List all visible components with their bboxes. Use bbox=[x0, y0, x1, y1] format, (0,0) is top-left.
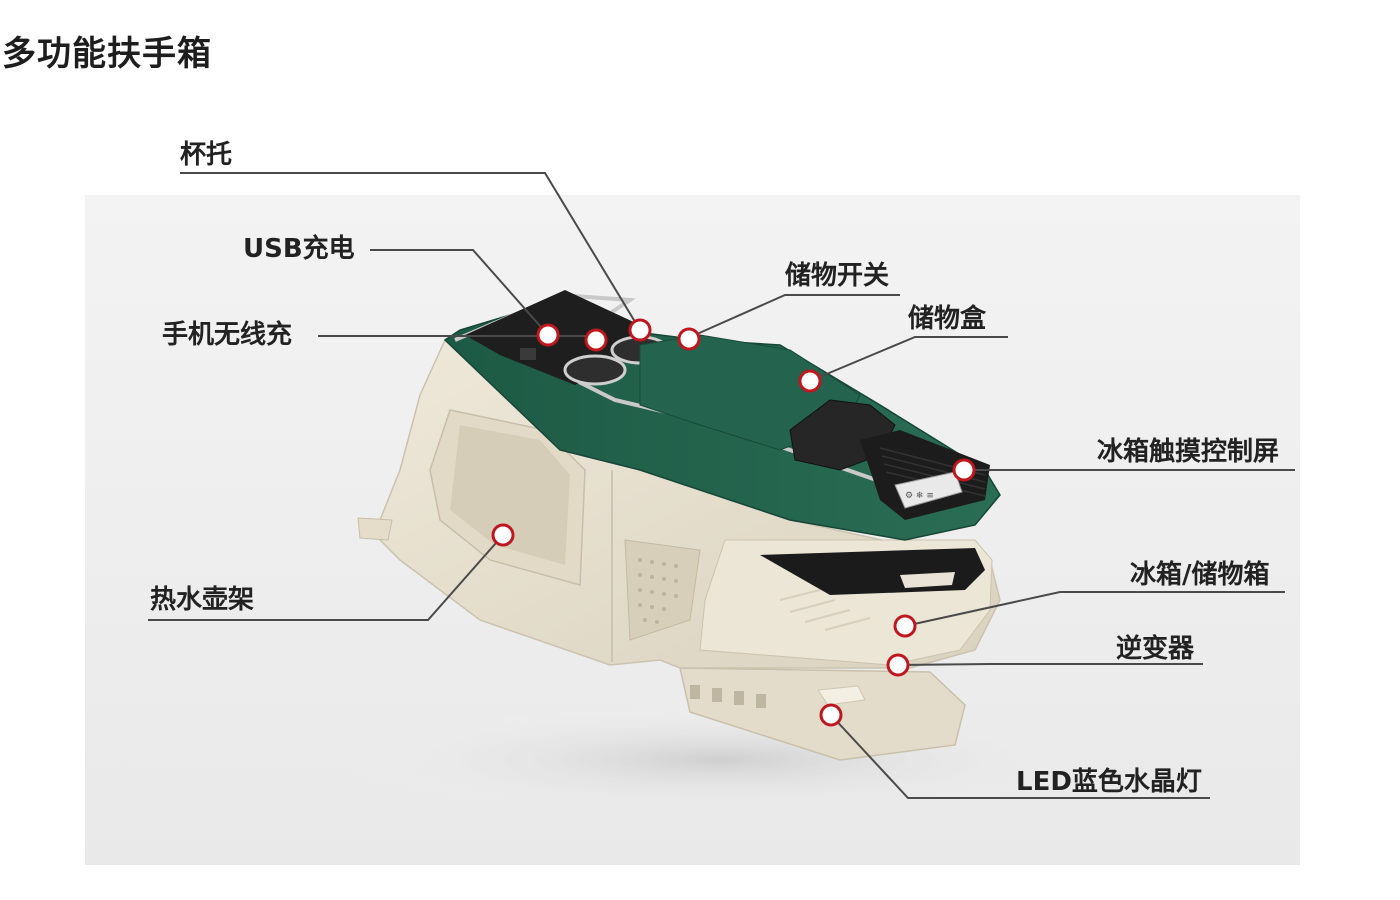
marker-wireless[interactable] bbox=[584, 328, 608, 352]
marker-storage-box[interactable] bbox=[798, 369, 822, 393]
marker-inverter[interactable] bbox=[886, 653, 910, 677]
marker-kettle[interactable] bbox=[491, 523, 515, 547]
drawer-pattern bbox=[779, 589, 871, 631]
fridge-lid bbox=[860, 430, 990, 520]
callout-markers bbox=[491, 318, 976, 727]
marker-switch[interactable] bbox=[677, 327, 701, 351]
label-fridge-touchscreen: 冰箱触摸控制屏 bbox=[1097, 437, 1280, 467]
label-storage-switch: 储物开关 bbox=[785, 261, 890, 291]
label-kettle-rack: 热水壶架 bbox=[150, 585, 255, 615]
fridge-handle bbox=[900, 572, 955, 588]
led-lens bbox=[817, 685, 866, 706]
label-storage-box: 储物盒 bbox=[908, 304, 987, 334]
touch-screen bbox=[894, 471, 963, 509]
cup-holder-left bbox=[563, 354, 627, 386]
usb-port bbox=[520, 348, 536, 360]
label-fridge-storage: 冰箱/储物箱 bbox=[1130, 560, 1270, 590]
label-usb-charge: USB充电 bbox=[243, 234, 355, 264]
page-title: 多功能扶手箱 bbox=[2, 34, 212, 74]
marker-led[interactable] bbox=[819, 703, 843, 727]
touch-screen-icons: ⚙ ❄ ≡ bbox=[905, 491, 934, 501]
kettle-rack-inner bbox=[450, 425, 570, 565]
speaker-grille bbox=[624, 539, 701, 641]
marker-touchscreen[interactable] bbox=[952, 458, 976, 482]
label-led-light: LED蓝色水晶灯 bbox=[1016, 767, 1202, 797]
base-vents bbox=[690, 685, 766, 708]
marker-fridge[interactable] bbox=[893, 614, 917, 638]
marker-cup[interactable] bbox=[628, 318, 652, 342]
rear-tab bbox=[357, 517, 393, 541]
marker-usb[interactable] bbox=[536, 323, 560, 347]
grille-dots bbox=[638, 558, 678, 624]
label-wireless-charge: 手机无线充 bbox=[162, 320, 293, 350]
label-inverter: 逆变器 bbox=[1116, 634, 1195, 664]
label-cup-holder: 杯托 bbox=[180, 140, 233, 170]
